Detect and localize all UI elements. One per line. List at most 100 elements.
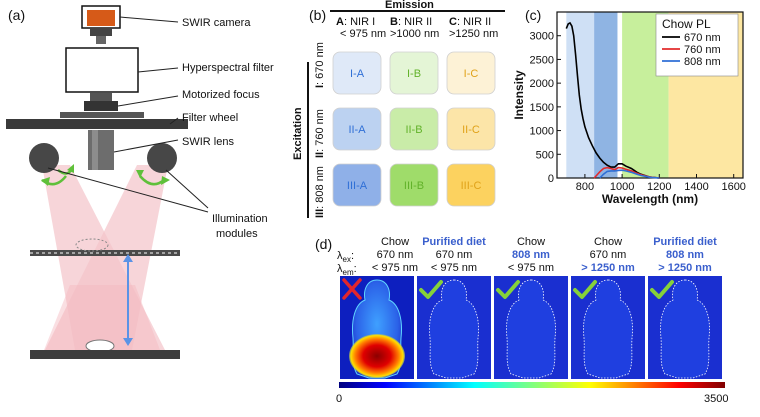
lambda-ex-label: λex:: [337, 250, 354, 264]
y-tick-label: 3000: [530, 31, 554, 43]
y-tick-label: 1000: [530, 126, 554, 138]
legend-entry: 760 nm: [684, 44, 721, 56]
grid-cell-label: I-B: [407, 68, 421, 80]
excitation-title: Excitation: [292, 107, 304, 160]
grid-cell-label: I-C: [464, 68, 479, 80]
focus-part-1: [90, 93, 112, 101]
rotation-arrow-right-head: [136, 170, 144, 178]
gut-signal-hotspot: [349, 334, 405, 378]
legend-entry: 670 nm: [684, 32, 721, 44]
column-5-line-3: > 1250 nm: [658, 262, 712, 274]
pointer-focus: [117, 95, 179, 107]
colorbar-gradient: [339, 382, 725, 388]
col-a-header: A: NIR I: [336, 16, 375, 28]
grid-cell-iii-a: [332, 163, 382, 207]
colorbar: [339, 382, 725, 388]
column-2-line-3: < 975 nm: [431, 262, 477, 274]
rotation-arc-left: [41, 175, 67, 186]
label-modules: modules: [216, 228, 258, 240]
y-tick-label: 2000: [530, 78, 554, 90]
grid-cell-ii-c: [446, 107, 496, 151]
column-5-line-2: 808 nm: [666, 249, 704, 261]
label-filter-wheel: Filter wheel: [182, 112, 238, 124]
label-illumination: Illumination: [212, 213, 268, 225]
mouse-outline: [429, 279, 479, 379]
label-motorized-focus: Motorized focus: [182, 89, 260, 101]
pointer-lens: [113, 139, 179, 153]
grid-cell-i-c: [446, 51, 496, 95]
panel-a: (a): [6, 5, 274, 359]
stage-travel-arrow-up: [123, 254, 133, 262]
emission-headers: A: NIR I < 975 nm B: NIR II >1000 nm C: …: [336, 16, 498, 40]
legend-title: Chow PL: [662, 17, 711, 31]
col-c-sub: >1250 nm: [449, 28, 498, 40]
grid-cell-ii-a: [332, 107, 382, 151]
grid-cell-label: I-A: [350, 68, 365, 80]
grid-cell-iii-b: [389, 163, 439, 207]
column-4-line-2: 670 nm: [590, 249, 627, 261]
check-icon: [419, 280, 443, 299]
check-icon: [496, 280, 520, 299]
column-2-line-2: 670 nm: [436, 249, 473, 261]
col-b-header: B: NIR II: [390, 16, 432, 28]
check-icon: [573, 280, 597, 299]
column-4-line-1: Chow: [594, 236, 622, 248]
column-1-line-2: 670 nm: [377, 249, 414, 261]
grid-cell-iii-c: [446, 163, 496, 207]
pointer-wheel: [169, 117, 179, 125]
y-tick-label: 0: [548, 173, 554, 185]
spectral-band-1: [594, 12, 618, 178]
column-3-line-2: 808 nm: [512, 249, 550, 261]
panel-b-letter: (b): [309, 7, 326, 23]
rotation-arrow-left-head: [67, 164, 74, 173]
check-icon: [650, 280, 674, 299]
hyperspectral-filter: [65, 47, 139, 93]
panel-c-letter: (c): [525, 7, 541, 23]
label-swir-camera: SWIR camera: [182, 17, 251, 29]
col-c-header: C: NIR II: [449, 16, 491, 28]
grid-cell-label: II-A: [348, 124, 366, 136]
panel-d-letter: (d): [315, 236, 332, 252]
label-swir-lens: SWIR lens: [182, 136, 234, 148]
mouse-outline-raised: [75, 238, 109, 252]
grid-cell-i-a: [332, 51, 382, 95]
column-2-line-1: Purified diet: [422, 236, 486, 248]
lambda-em-label: λem:: [337, 263, 357, 277]
series-line-1: [565, 21, 660, 179]
column-3-line-1: Chow: [517, 236, 545, 248]
lens-shine: [92, 130, 98, 170]
row-ii-label: II: 760 nm: [314, 109, 326, 158]
filter-wheel-top: [60, 112, 144, 118]
pointer-filter: [137, 67, 179, 73]
column-1-line-1: Chow: [381, 236, 409, 248]
grid-cell-ii-b: [389, 107, 439, 151]
mouse-outline: [506, 279, 556, 379]
x-tick-label: 1600: [721, 181, 745, 193]
colorbar-max: 3500: [704, 393, 728, 405]
series-line-3: [599, 169, 660, 179]
x-tick-label: 1000: [610, 181, 634, 193]
grid-cell-label: III-A: [347, 180, 368, 192]
rotation-arrow-right-tail: [161, 176, 170, 185]
column-3-line-3: < 975 nm: [508, 262, 554, 274]
swir-lens: [88, 130, 114, 170]
camera-neck: [96, 36, 106, 44]
grid-cell-i-b: [389, 51, 439, 95]
row-iii-label: III: 808 nm: [314, 166, 326, 218]
grid-cell-label: II-B: [405, 124, 422, 136]
motorized-focus: [84, 101, 118, 111]
illumination-module-right: [147, 143, 177, 173]
panel-b: (b) Emission A: NIR I < 975 nm B: NIR II…: [292, 0, 505, 218]
right-beam: [45, 165, 168, 350]
illumination-module-left: [29, 143, 59, 173]
col-b-sub: >1000 nm: [390, 28, 439, 40]
legend-box: [655, 13, 739, 77]
col-a-sub: < 975 nm: [340, 28, 386, 40]
panel-a-letter: (a): [8, 7, 25, 23]
